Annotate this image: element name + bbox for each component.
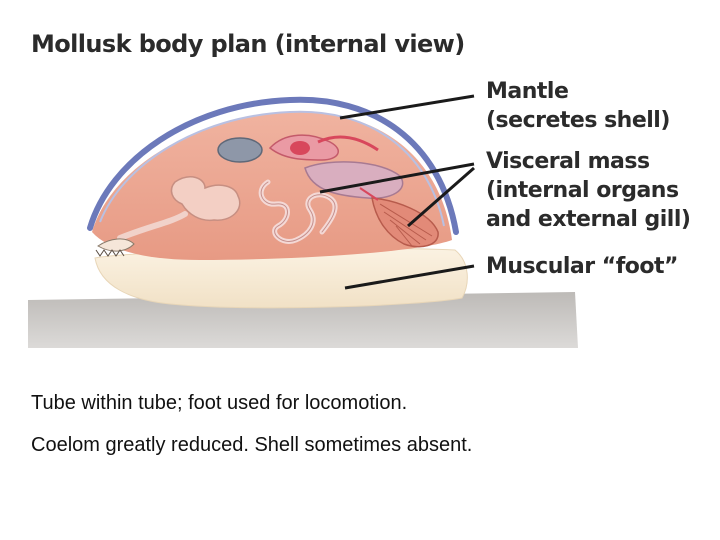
diagram-title: Mollusk body plan (internal view) — [31, 30, 465, 58]
mantle-leader-line — [339, 94, 475, 120]
digestive-gland — [170, 176, 241, 222]
radula — [97, 238, 135, 252]
visceral-leader-line-2 — [407, 166, 475, 228]
kidney — [217, 137, 263, 163]
visceral-mass — [92, 111, 452, 261]
gill — [371, 197, 439, 248]
shell-mantle — [87, 96, 459, 235]
visceral-mass-label: Visceral mass (internal organs and exter… — [486, 149, 691, 232]
foot-leader-line — [344, 264, 475, 290]
foot-label: Muscular “foot” — [486, 254, 678, 279]
caption-line-1: Tube within tube; foot used for locomoti… — [31, 392, 408, 414]
caption-line-2: Coelom greatly reduced. Shell sometimes … — [31, 434, 473, 456]
visceral-leader-line-1 — [319, 162, 475, 194]
ground-substrate — [28, 292, 578, 348]
mantle-label: Mantle (secretes shell) — [486, 79, 670, 133]
